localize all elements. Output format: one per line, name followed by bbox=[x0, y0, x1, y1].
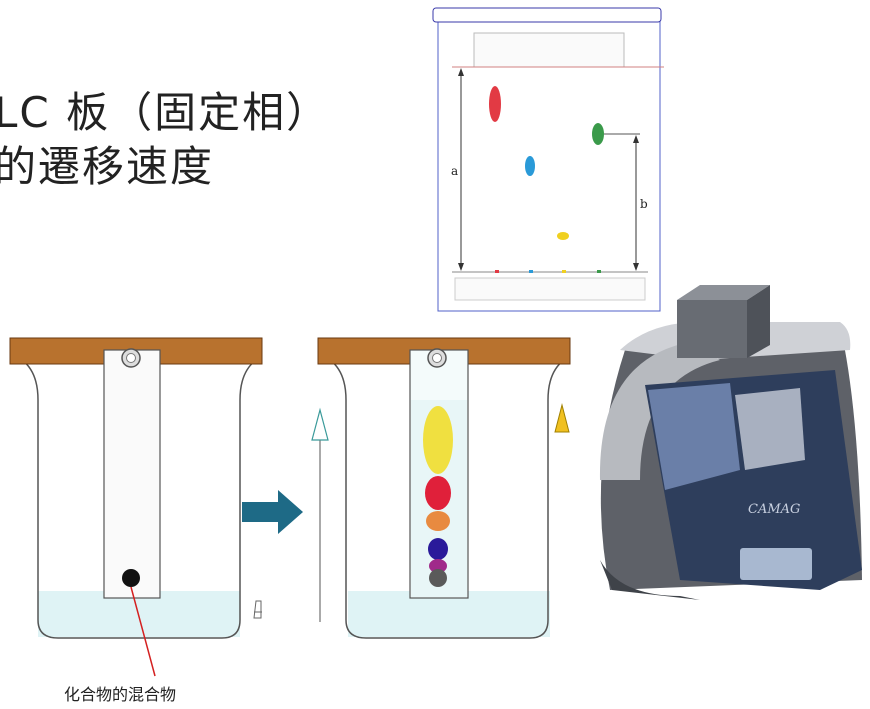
origin-mark-green bbox=[597, 270, 601, 273]
clip-hole-before bbox=[126, 353, 136, 363]
origin-mark-blue bbox=[529, 270, 533, 273]
small-mark-symbol bbox=[253, 600, 262, 619]
process-arrow bbox=[242, 490, 303, 534]
device-inner-panel bbox=[735, 388, 805, 470]
arrowhead-a-top bbox=[458, 68, 464, 76]
sample-spot bbox=[122, 569, 140, 587]
rf-plate-bottom bbox=[454, 277, 646, 301]
chamber-after bbox=[311, 337, 571, 639]
chamber-before bbox=[9, 337, 263, 677]
rf-plate-top bbox=[473, 32, 625, 68]
separated-spot-yellow bbox=[423, 406, 453, 474]
device-left-side bbox=[599, 342, 720, 480]
separated-spot-red bbox=[425, 476, 451, 510]
rf-label-b: b bbox=[640, 197, 648, 211]
rf-label-a: a bbox=[451, 164, 459, 178]
rf-diagram-header bbox=[432, 7, 662, 23]
origin-mark-yellow bbox=[562, 270, 566, 273]
rf-diagram bbox=[432, 7, 664, 312]
beaker-after bbox=[329, 359, 565, 639]
separated-spot-purple bbox=[429, 559, 447, 573]
separated-spot-navy bbox=[428, 538, 448, 560]
origin-mark-red bbox=[495, 270, 499, 273]
left-scale-arrowhead bbox=[311, 407, 329, 441]
rf-spot-green bbox=[592, 123, 604, 145]
mixture-caption: 化合物的混合物 bbox=[64, 685, 177, 704]
device-brand-label: CAMAG bbox=[748, 502, 800, 517]
arrowhead-b-top bbox=[633, 135, 639, 143]
device-base-shadow bbox=[600, 560, 700, 600]
title-line-1: LC 板（固定相） bbox=[0, 88, 331, 137]
arrowhead-a-bottom bbox=[458, 263, 464, 271]
plate-before bbox=[103, 349, 161, 599]
title-line-2: 的遷移速度 bbox=[0, 142, 215, 191]
lamp-housing-top bbox=[677, 285, 770, 300]
gradient-scale-arrowhead bbox=[554, 403, 570, 433]
separated-spot-gray bbox=[429, 569, 447, 587]
rf-spot-yellow bbox=[557, 232, 569, 240]
rf-spot-red bbox=[489, 86, 501, 122]
caption-pointer-line bbox=[130, 586, 156, 677]
tlc-device-illustration: CAMAG bbox=[599, 285, 862, 600]
separated-spot-orange bbox=[426, 511, 450, 531]
clip-hole-after bbox=[432, 353, 442, 363]
rf-spot-blue bbox=[525, 156, 535, 176]
device-plate-slot bbox=[740, 548, 812, 580]
arrowhead-b-bottom bbox=[633, 263, 639, 271]
lamp-housing-front bbox=[677, 300, 747, 358]
solvent-after bbox=[348, 591, 550, 637]
lamp-housing-side bbox=[747, 285, 770, 358]
beaker-before bbox=[21, 359, 257, 639]
device-window bbox=[648, 383, 740, 490]
